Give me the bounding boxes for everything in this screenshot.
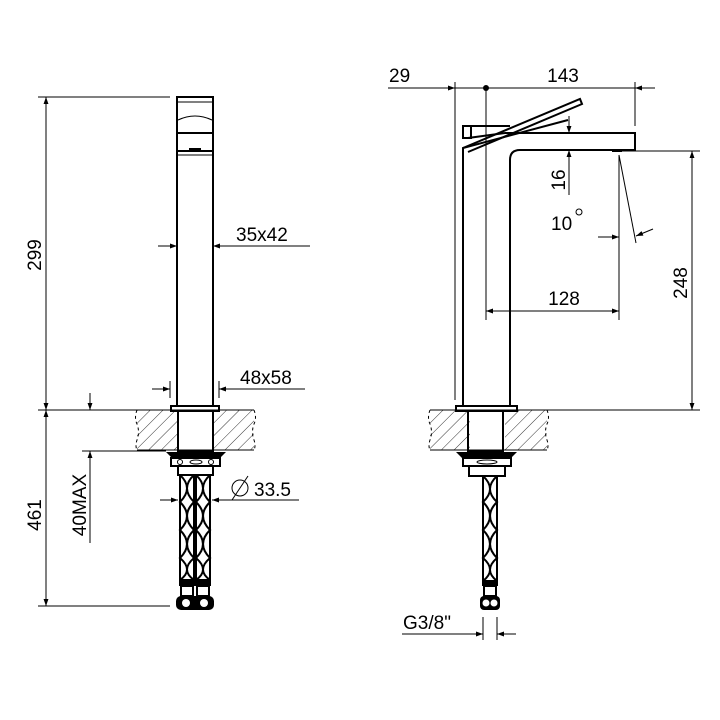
dim-10-label: 10 [551, 214, 572, 235]
dimension-diameter-33-5: 33.5 [160, 475, 299, 503]
side-view: 29 143 16 10 128 248 [388, 66, 700, 640]
dim-33-5-label: 33.5 [254, 480, 291, 501]
dimension-299: 299 [25, 96, 170, 410]
dimension-29-143: 29 143 [388, 66, 655, 400]
dimension-40max: 40MAX [70, 393, 93, 543]
dim-48x58-label: 48x58 [240, 368, 292, 389]
dimension-16: 16 [549, 116, 572, 195]
diameter-symbol-icon [231, 475, 249, 501]
dimension-35x42: 35x42 [158, 225, 310, 249]
dim-16-label: 16 [549, 169, 570, 190]
dim-461-label: 461 [25, 499, 46, 531]
dim-299-label: 299 [25, 239, 46, 271]
supply-hose-side [480, 475, 500, 610]
degree-symbol-icon [575, 208, 583, 216]
front-view: 299 461 40MAX 35x42 [25, 96, 310, 610]
dimension-10-degree: 10 [551, 154, 654, 320]
dim-29-label: 29 [389, 66, 410, 87]
dimension-128: 128 [486, 289, 619, 314]
deck-section-left-hatch [135, 409, 256, 451]
dim-248-label: 248 [671, 267, 692, 299]
dim-40max-label: 40MAX [70, 474, 91, 537]
dim-143-label: 143 [547, 66, 579, 87]
dimension-461: 461 [25, 410, 170, 607]
dimension-g3-8: G3/8" [402, 613, 516, 640]
faucet-body-front [166, 96, 226, 476]
dim-35x42-label: 35x42 [236, 225, 288, 246]
dim-g3-8-label: G3/8" [403, 613, 451, 634]
dimension-48x58: 48x58 [152, 368, 305, 398]
supply-hoses-front [176, 474, 214, 610]
dim-128-label: 128 [548, 289, 580, 310]
faucet-body-side [455, 97, 636, 477]
dimension-248: 248 [547, 150, 700, 411]
deck-section-right-hatch [428, 409, 549, 451]
